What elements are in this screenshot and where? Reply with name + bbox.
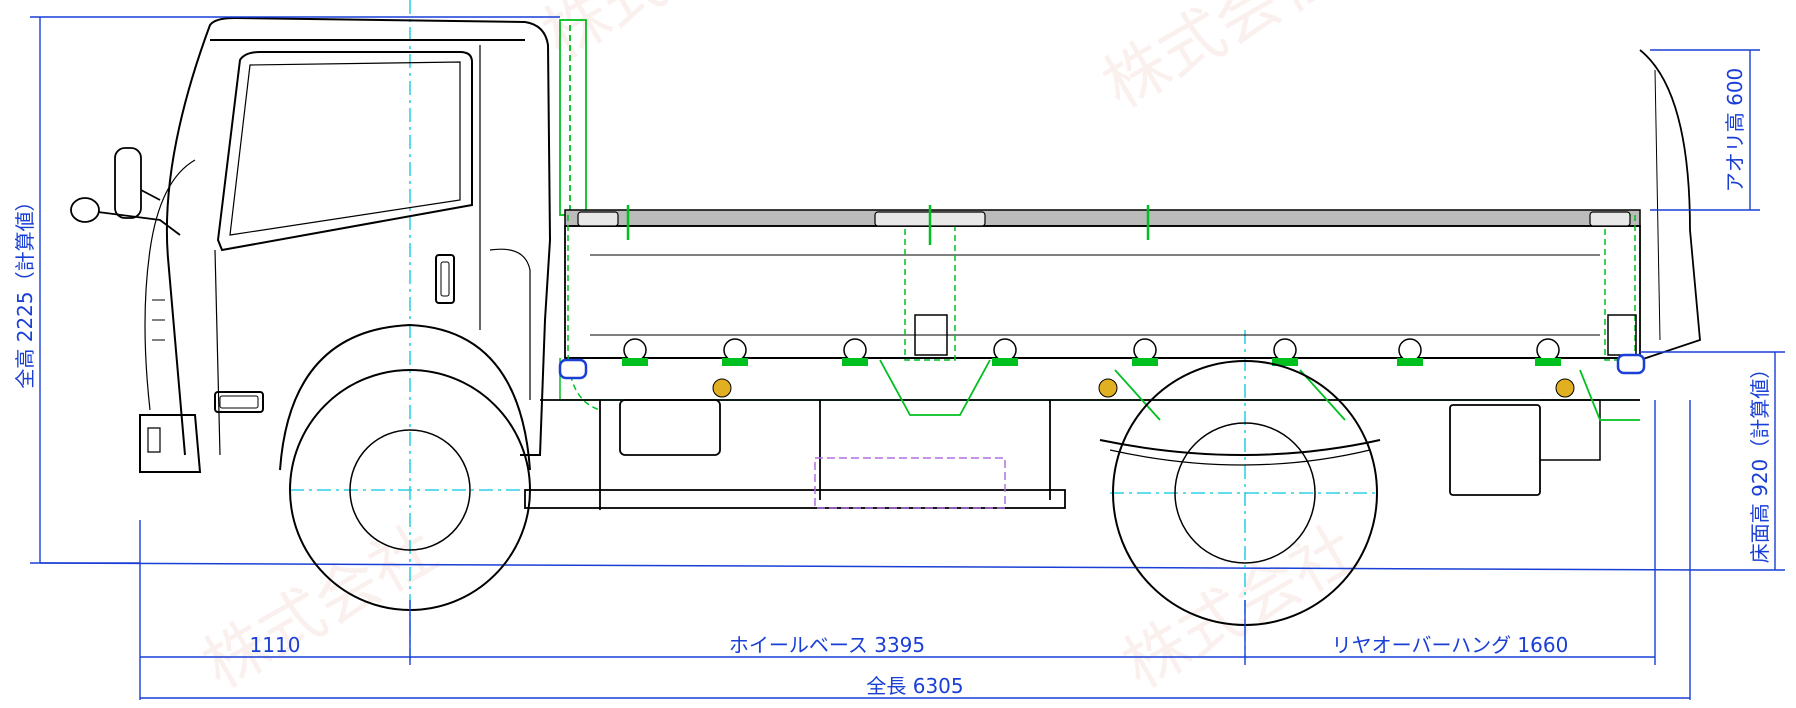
window-glass	[229, 61, 461, 236]
watermark-text: 株式会社	[1091, 0, 1350, 124]
body-brackets	[879, 359, 1640, 421]
rope-hook-base	[1132, 358, 1158, 366]
rope-hook	[993, 338, 1017, 362]
rope-hook	[1536, 338, 1560, 362]
rear-suspension-bracket	[1114, 369, 1346, 421]
rope-hook-bases	[622, 358, 1561, 366]
mirror-assembly	[70, 147, 181, 236]
rope-hook	[843, 338, 867, 362]
front-fascia	[144, 159, 196, 411]
leaf-spring	[1109, 449, 1371, 466]
hinge	[577, 211, 619, 227]
side-marker-inner	[219, 395, 259, 409]
front-wheel-arch	[279, 323, 531, 471]
rear-toolbox	[1449, 404, 1541, 496]
rope-hook	[1133, 338, 1157, 362]
rope-hook-base	[1397, 358, 1423, 366]
rope-hook	[723, 338, 747, 362]
watermark-layer: 株式会社 株式会社 株式会社 株式会社	[191, 0, 1370, 704]
tail-gate-outline	[1639, 49, 1701, 361]
rope-hook	[1273, 338, 1297, 362]
rope-hook-base	[992, 358, 1018, 366]
headlamp	[147, 427, 161, 453]
rope-hook	[623, 338, 647, 362]
side-step-bar	[524, 489, 1066, 509]
cab	[139, 16, 552, 473]
rope-hook	[1398, 338, 1422, 362]
tie-down-eye	[558, 358, 588, 380]
rear-rim	[1174, 422, 1316, 564]
watermark-text: 株式会社	[191, 512, 450, 704]
door-line	[214, 249, 221, 456]
step-well	[489, 248, 531, 400]
centerlines	[290, 0, 1380, 660]
side-lamp	[1098, 378, 1118, 398]
sub-frame-bracket	[879, 359, 991, 416]
front-rim	[349, 429, 471, 551]
rear-bumper	[1540, 399, 1601, 461]
battery-outline	[814, 457, 1006, 509]
window-frame	[216, 51, 473, 252]
rope-hook-base	[722, 358, 748, 366]
ground-line	[39, 562, 1701, 571]
front-post	[567, 215, 601, 411]
rope-hook-base	[1535, 358, 1561, 366]
hook-markers	[626, 205, 1150, 245]
center-post-block	[914, 314, 948, 356]
floor-height-label: 床面高 920（計算値）	[1748, 359, 1772, 564]
watermark-text: 株式会社	[1111, 512, 1370, 704]
front-bumper	[139, 414, 202, 473]
rear-end-bracket	[1579, 369, 1640, 421]
rear-overhang-label: リヤオーバーハング 1660	[1332, 633, 1569, 657]
side-marker	[214, 391, 264, 413]
tail-gate	[1639, 49, 1701, 361]
front-overhang-label: 1110	[250, 633, 301, 657]
rear-post	[1604, 214, 1636, 361]
rope-hook-base	[1272, 358, 1298, 366]
rope-hooks	[623, 338, 1560, 362]
hinge	[1589, 211, 1631, 227]
rear-post-block	[1607, 314, 1637, 356]
rope-hook-base	[622, 358, 648, 366]
overall-height-label: 全高 2225（計算値）	[13, 191, 37, 388]
mirror-head	[114, 147, 142, 219]
grille-lines	[152, 299, 165, 341]
gate-height-label: アオリ高 600	[1723, 68, 1747, 193]
side-lamp	[1555, 378, 1575, 398]
wheelbase-label: ホイールベース 3395	[729, 633, 925, 657]
rope-hook-base	[842, 358, 868, 366]
dimension-lines	[30, 16, 1785, 700]
mirror-arm	[97, 189, 181, 236]
fuel-tank	[619, 399, 721, 456]
leaf-spring	[1099, 439, 1381, 456]
door-handle-inner	[440, 261, 450, 297]
tie-down-eye	[1616, 353, 1646, 375]
mirror-lower	[70, 197, 100, 223]
overall-length-label: 全長 6305	[866, 674, 963, 698]
tie-down-eyes	[558, 353, 1646, 398]
tail-gate-inner	[1654, 69, 1661, 341]
chassis	[524, 399, 1640, 510]
cab-outline	[165, 16, 552, 456]
bed-top-rail	[564, 209, 1641, 227]
bed-side-gate	[564, 225, 1641, 359]
side-lamp	[712, 378, 732, 398]
door-handle	[435, 254, 455, 304]
